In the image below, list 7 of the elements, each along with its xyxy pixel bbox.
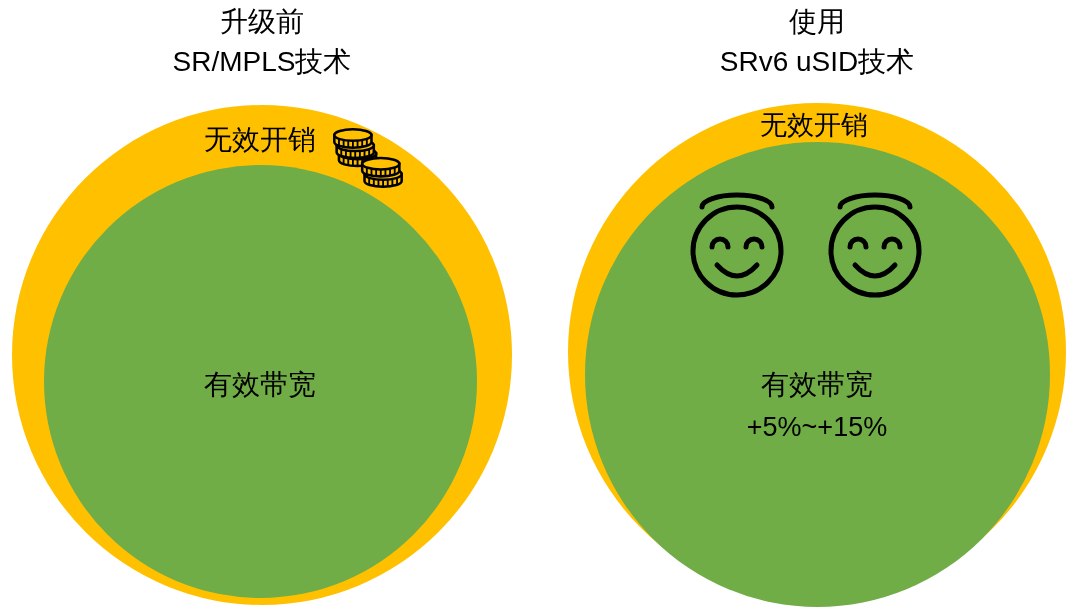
- bandwidth-label: 有效带宽: [204, 368, 316, 402]
- bandwidth-label: 有效带宽: [761, 368, 873, 402]
- overhead-label: 无效开销: [760, 108, 868, 142]
- bandwidth-gain-label: +5%~+15%: [746, 410, 888, 444]
- circle-heading: 使用 SRv6 uSID技术: [719, 5, 915, 79]
- overhead-label: 无效开销: [204, 123, 316, 157]
- circle-heading: 升级前 SR/MPLS技术: [172, 5, 352, 79]
